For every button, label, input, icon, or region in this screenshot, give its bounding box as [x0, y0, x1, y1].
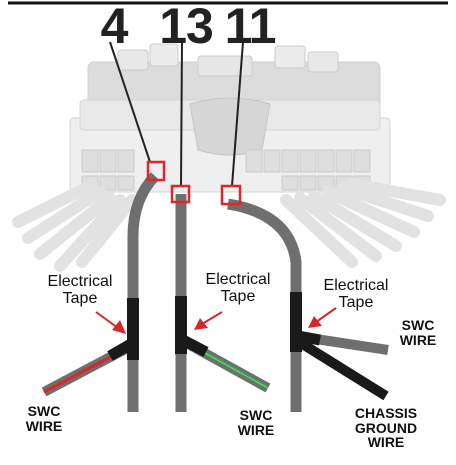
chassis-ground-branch	[293, 335, 389, 401]
tape-label-line2: Tape	[220, 287, 256, 305]
wire-label-line1: SWC	[239, 407, 273, 423]
tape-label-line1: Electrical	[323, 277, 389, 294]
pin-13-callout-line	[180, 41, 183, 187]
pin-number-13: 13	[159, 0, 214, 54]
pin-callout-lines	[109, 41, 244, 187]
left-tape-branch	[107, 339, 134, 361]
wire-label-line2: WIRE	[25, 417, 63, 434]
pin-4-wire	[127, 172, 160, 412]
wire-label-line3: WIRE	[367, 434, 405, 451]
electrical-tape-label-center: Electrical Tape	[188, 271, 288, 306]
red-stripe	[43, 351, 119, 394]
pin-11-wire	[227, 198, 302, 412]
center-tape-branch	[180, 335, 209, 357]
pin-4-highlight	[146, 160, 166, 182]
background-wire-bundle	[12, 178, 446, 272]
wire-label-line1: SWC	[401, 317, 435, 333]
swc-wire-label-center: SWC WIRE	[228, 408, 284, 437]
pin-4-callout-line	[109, 41, 151, 163]
wire-label-line2: GROUND	[354, 419, 418, 436]
electrical-tape-label-left: Electrical Tape	[28, 273, 132, 308]
wire-label-line1: SWC	[27, 403, 61, 419]
tape-label-line1: Electrical	[205, 271, 271, 288]
electrical-tape-label-right: Electrical Tape	[304, 277, 408, 312]
swc-wire-label-right: SWC WIRE	[388, 318, 448, 347]
pin-11-callout-line	[231, 41, 244, 187]
tape-label-line2: Tape	[62, 289, 98, 307]
right-electrical-tape	[290, 292, 302, 352]
wire-label-line1: CHASSIS	[354, 405, 418, 421]
pin-number-11: 11	[224, 0, 277, 54]
tape-arrows	[95, 307, 337, 334]
left-splice	[41, 298, 139, 397]
right-splice	[290, 292, 389, 401]
tape-label-line1: Electrical	[47, 273, 113, 290]
wire-label-line2: WIRE	[399, 331, 437, 348]
pin-13-highlight	[170, 184, 191, 204]
wire-label-line2: WIRE	[237, 421, 275, 438]
swc-wire-label-left: SWC WIRE	[16, 404, 72, 433]
pin-number-4: 4	[100, 0, 129, 54]
tape-label-line2: Tape	[338, 293, 374, 311]
pin-11-highlight	[220, 184, 242, 206]
green-stripe	[203, 350, 269, 390]
pin-highlights	[146, 160, 242, 206]
center-splice	[175, 296, 271, 393]
chassis-ground-wire-label: CHASSIS GROUND WIRE	[340, 406, 432, 450]
